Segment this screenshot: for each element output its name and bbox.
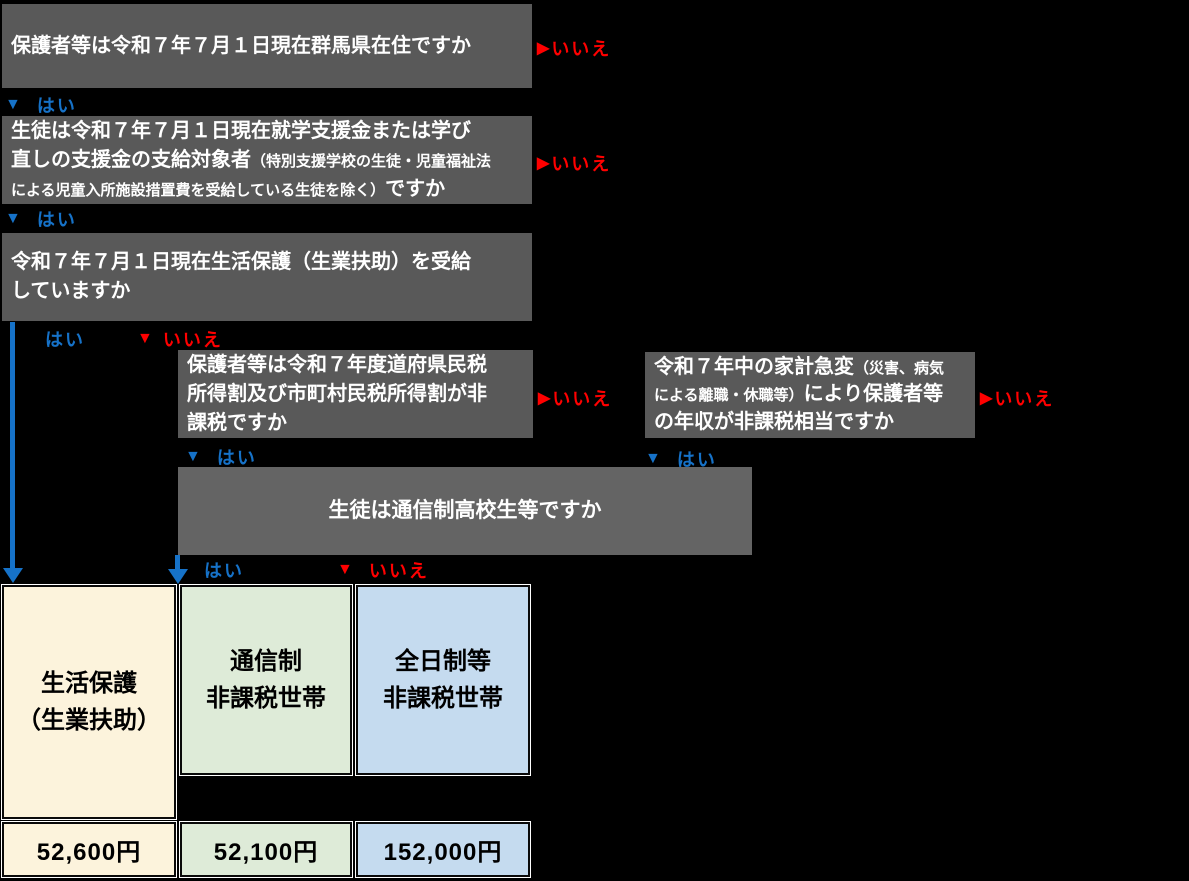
no-label: いいえ (551, 154, 612, 174)
result-title: 全日制等 非課税世帯 (383, 647, 503, 712)
down-triangle-icon: ▼ (645, 450, 661, 467)
result-title: 通信制 非課税世帯 (206, 647, 326, 712)
no-branch-q3: ▼ いいえ (137, 326, 223, 352)
question-text: 令和７年７月１日現在生活保護（生業扶助）を受給 していますか (11, 251, 471, 302)
question-gunma-residency: 保護者等は令和７年７月１日現在群馬県在住ですか (2, 4, 532, 88)
yes-arrowhead-icon (168, 569, 188, 584)
right-triangle-icon: ▶ (538, 390, 551, 407)
no-label: いいえ (551, 39, 612, 59)
yes-arrow-line (175, 555, 180, 571)
yes-arrowhead-icon (3, 568, 23, 583)
amount-zennichisei-hikazei: 152,000円 (355, 821, 531, 878)
amount-value: 52,100円 (213, 839, 319, 866)
down-triangle-icon: ▼ (185, 448, 201, 465)
question-juminzei-hikazei: 保護者等は令和７年度道府県民税 所得割及び市町村民税所得割が非 課税ですか (178, 350, 533, 438)
no-label: いいえ (368, 561, 429, 581)
no-label: いいえ (994, 389, 1055, 409)
yes-branch-q2: ▼ はい (5, 206, 77, 232)
question-tsushinsei-koukou: 生徒は通信制高校生等ですか (178, 467, 752, 555)
no-label: いいえ (552, 389, 613, 409)
down-triangle-icon: ▼ (137, 330, 153, 347)
yes-branch-q1: ▼ はい (5, 92, 77, 118)
yes-arrow-line (10, 322, 15, 570)
question-text: 保護者等は令和７年７月１日現在群馬県在住ですか (11, 34, 471, 57)
result-title: 生活保護 （生業扶助） (17, 669, 161, 734)
right-triangle-icon: ▶ (980, 390, 993, 407)
yes-branch-q3: はい (45, 326, 85, 352)
no-label: いいえ (162, 330, 223, 350)
question-shugaku-shienkin-eligibility: 生徒は令和７年７月１日現在就学支援金または学び 直しの支援金の支給対象者（特別支… (2, 116, 532, 204)
no-branch-q5: ▶ いいえ (980, 385, 1054, 411)
amount-value: 52,600円 (36, 839, 142, 866)
no-branch-q4: ▶ いいえ (538, 385, 612, 411)
yes-label: はい (36, 96, 77, 116)
yes-label: はい (45, 330, 85, 350)
right-triangle-icon: ▶ (537, 40, 550, 57)
no-branch-q6: ▼ いいえ (337, 557, 429, 583)
amount-value: 152,000円 (383, 839, 503, 866)
right-triangle-icon: ▶ (537, 155, 550, 172)
yes-label: はい (216, 448, 257, 468)
no-branch-q1: ▶ いいえ (537, 35, 611, 61)
no-branch-q2: ▶ いいえ (537, 150, 611, 176)
result-seikatsu-hogo: 生活保護 （生業扶助） (1, 584, 177, 820)
question-text: 生徒は通信制高校生等ですか (328, 498, 602, 522)
yes-label: はい (676, 450, 717, 470)
yes-label: はい (36, 210, 77, 230)
amount-seikatsu-hogo: 52,600円 (1, 821, 177, 878)
down-triangle-icon: ▼ (337, 561, 353, 578)
yes-branch-q6: はい (204, 557, 244, 583)
question-kakei-kyuhen: 令和７年中の家計急変（災害、病気 による離職・休職等）により保護者等 の年収が非… (645, 352, 975, 438)
yes-label: はい (204, 561, 244, 581)
down-triangle-icon: ▼ (5, 210, 21, 227)
amount-tsushinsei-hikazei: 52,100円 (179, 821, 353, 878)
yes-branch-q5: ▼ はい (645, 446, 717, 472)
yes-branch-q4: ▼ はい (185, 444, 257, 470)
question-text: 保護者等は令和７年度道府県民税 所得割及び市町村民税所得割が非 課税ですか (187, 353, 487, 434)
result-tsushinsei-hikazei: 通信制 非課税世帯 (179, 584, 353, 776)
question-text: 生徒は令和７年７月１日現在就学支援金または学び 直しの支援金の支給対象者（特別支… (11, 119, 492, 200)
question-seikatsu-hogo: 令和７年７月１日現在生活保護（生業扶助）を受給 していますか (2, 233, 532, 321)
result-zennichisei-hikazei: 全日制等 非課税世帯 (355, 584, 531, 776)
question-text: 令和７年中の家計急変（災害、病気 による離職・休職等）により保護者等 の年収が非… (654, 355, 945, 433)
down-triangle-icon: ▼ (5, 96, 21, 113)
